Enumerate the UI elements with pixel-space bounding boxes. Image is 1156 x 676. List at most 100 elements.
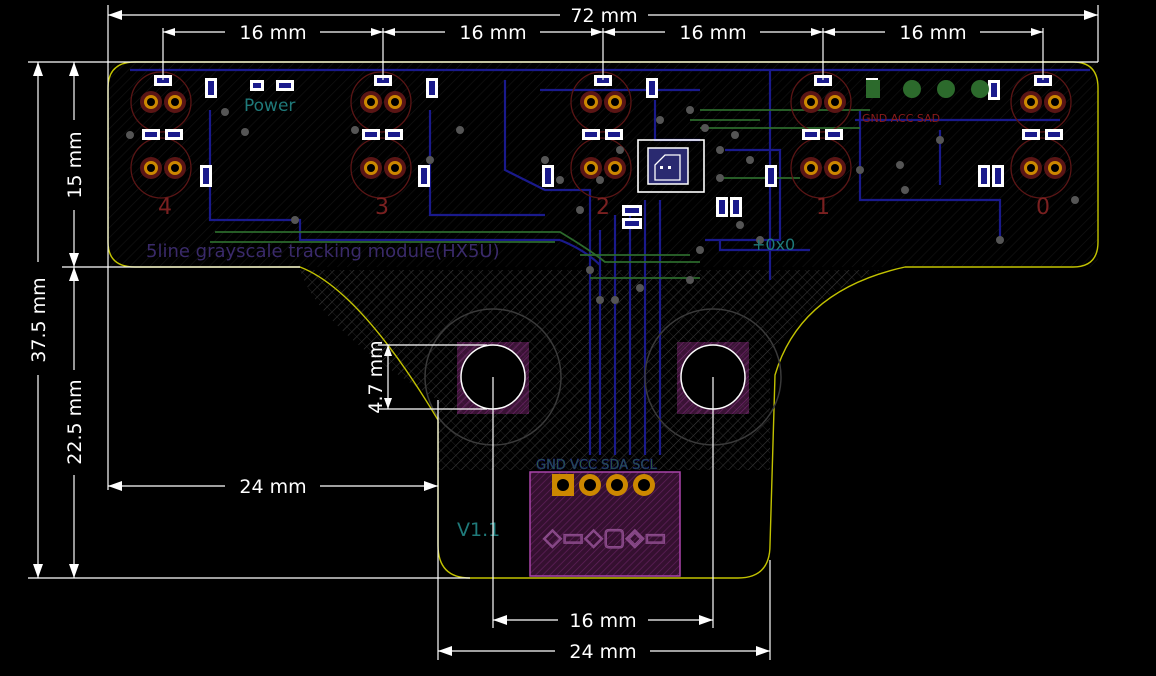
dimensions: 72 mm 16 mm 16 mm 16 mm 16 mm 37.5 mm <box>28 5 1099 663</box>
via <box>731 131 739 139</box>
sensor-label-0: 0 <box>1036 195 1050 220</box>
via <box>596 176 604 184</box>
sensor-pads <box>130 71 1072 199</box>
connector-footprint: ◇▭◇▢◈▭ <box>529 471 681 577</box>
dim-pitch-2: 16 mm <box>459 22 526 44</box>
dim-hole-offset: 24 mm <box>239 476 306 498</box>
dim-pitch-1: 16 mm <box>239 22 306 44</box>
via <box>616 146 624 154</box>
board-title: 5line grayscale tracking module(HX5U) <box>146 241 500 262</box>
smd-pad <box>200 165 212 187</box>
via <box>596 296 604 304</box>
version-label: V1.1 <box>457 519 500 541</box>
vias <box>126 106 1079 304</box>
via <box>716 174 724 182</box>
smd-pad <box>646 78 658 98</box>
smd-pad <box>1045 129 1063 140</box>
dim-pitch-4: 16 mm <box>899 22 966 44</box>
smd-pad <box>992 165 1004 187</box>
via <box>576 206 584 214</box>
smd-pad <box>825 129 843 140</box>
smd-pad <box>582 129 600 140</box>
via <box>541 156 549 164</box>
smd-pad <box>765 165 777 187</box>
via <box>556 176 564 184</box>
via <box>611 296 619 304</box>
smd-pad <box>542 165 554 187</box>
smd-pads <box>142 75 1063 229</box>
via <box>586 266 594 274</box>
smd-pad <box>1034 75 1052 86</box>
smd-pad <box>374 75 392 86</box>
smd-pad <box>1022 129 1040 140</box>
smd-pad <box>154 75 172 86</box>
smd-pad <box>594 75 612 86</box>
smd-pad <box>165 129 183 140</box>
smd-pad <box>250 80 264 91</box>
via <box>1071 196 1079 204</box>
sensor-group <box>350 71 412 199</box>
smd-pad <box>385 129 403 140</box>
power-label: Power <box>244 96 295 116</box>
via <box>291 216 299 224</box>
dim-tail-width: 24 mm <box>569 641 636 663</box>
sensor-chip <box>637 139 705 193</box>
front-copper-traces <box>210 109 870 279</box>
smd-pad <box>814 75 832 86</box>
via <box>426 156 434 164</box>
via <box>456 126 464 134</box>
via <box>221 108 229 116</box>
connector-pins <box>552 474 655 496</box>
smd-pad <box>978 165 990 187</box>
via <box>736 221 744 229</box>
header-pins-top-label: GND ACC SAD <box>862 112 940 125</box>
sensor-group <box>1010 71 1072 199</box>
dim-top-section: 15 mm <box>64 131 86 198</box>
sensor-label-3: 3 <box>375 195 389 220</box>
smd-pad <box>142 129 160 140</box>
dim-overall-width: 72 mm <box>570 5 637 27</box>
via <box>701 124 709 132</box>
connector-silk-text: ◇▭◇▢◈▭ <box>543 523 666 551</box>
via <box>756 236 764 244</box>
dim-bottom-section: 22.5 mm <box>64 379 86 464</box>
dim-total-height: 37.5 mm <box>28 277 50 362</box>
sensor-label-1: 1 <box>816 195 830 220</box>
via <box>351 126 359 134</box>
silkscreen: Power 5line grayscale tracking module(HX… <box>146 96 1050 541</box>
sensor-group <box>570 71 632 199</box>
via <box>936 136 944 144</box>
dim-pitch-3: 16 mm <box>679 22 746 44</box>
smd-pad <box>730 197 742 217</box>
smd-pad <box>802 129 820 140</box>
smd-pad <box>605 129 623 140</box>
via <box>996 236 1004 244</box>
copper-pour <box>108 62 1098 470</box>
smd-pad <box>622 218 642 229</box>
smd-pad <box>716 197 728 217</box>
via <box>716 146 724 154</box>
smd-pad <box>418 165 430 187</box>
via <box>656 116 664 124</box>
top-header-pads <box>866 80 989 98</box>
sensor-label-4: 4 <box>158 195 172 220</box>
sensor-group <box>130 71 192 199</box>
smd-pad <box>362 129 380 140</box>
smd-pad <box>622 205 642 216</box>
sensor-label-2: 2 <box>596 195 610 220</box>
smd-pad <box>276 80 294 91</box>
via <box>126 131 134 139</box>
address-label: +0x0 <box>752 235 795 254</box>
smd-pad <box>988 80 1000 100</box>
dim-hole-pitch: 16 mm <box>569 610 636 632</box>
via <box>241 128 249 136</box>
smd-pad <box>205 78 217 98</box>
via <box>746 156 754 164</box>
connector-pins-label: GND VCC SDA SCL <box>536 458 658 473</box>
board-outline <box>107 61 1099 579</box>
via <box>901 186 909 194</box>
via <box>856 166 864 174</box>
via <box>686 276 694 284</box>
smd-pad <box>426 78 438 98</box>
